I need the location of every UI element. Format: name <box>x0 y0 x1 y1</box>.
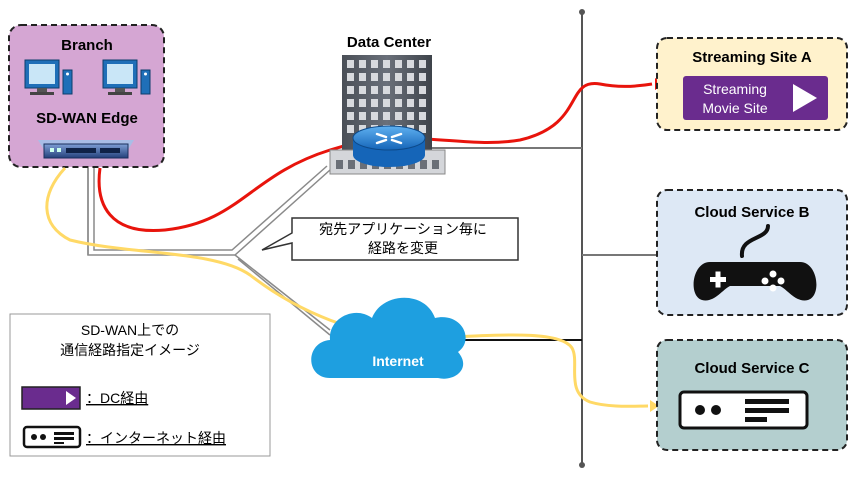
callout: 宛先アプリケーション毎に 経路を変更 <box>261 217 519 261</box>
window <box>419 99 426 107</box>
window <box>408 160 415 169</box>
site-b-title: Cloud Service B <box>694 204 809 221</box>
window <box>395 60 402 68</box>
streaming-button-line2: Movie Site <box>702 100 768 116</box>
window <box>336 160 343 169</box>
window <box>348 160 355 169</box>
legend-title-line2: 通信経路指定イメージ <box>60 342 200 358</box>
yellow-arrowhead <box>650 400 659 412</box>
callout-line1: 宛先アプリケーション毎に <box>319 221 487 237</box>
window <box>407 73 414 81</box>
streaming-button-line1: Streaming <box>703 81 767 97</box>
window <box>347 112 354 120</box>
window <box>383 60 390 68</box>
legend: SD-WAN上での 通信経路指定イメージ ：DC経由 ：インターネット経由 <box>9 313 271 457</box>
window <box>359 60 366 68</box>
window <box>407 99 414 107</box>
window <box>419 60 426 68</box>
legend-item-dc: ：DC経由 <box>86 390 148 406</box>
window <box>359 112 366 120</box>
window <box>395 86 402 94</box>
data-center-title: Data Center <box>347 34 431 51</box>
window <box>407 112 414 120</box>
site-a-title: Streaming Site A <box>692 49 812 66</box>
window <box>432 160 439 169</box>
window <box>371 60 378 68</box>
window <box>407 60 414 68</box>
window <box>383 99 390 107</box>
wan-paths <box>87 165 331 336</box>
callout-line2: 経路を変更 <box>368 240 438 256</box>
window <box>395 73 402 81</box>
legend-server-box-icon <box>22 425 82 449</box>
game-controller-icon <box>693 224 817 301</box>
window <box>420 160 427 169</box>
window <box>359 125 366 133</box>
window <box>347 125 354 133</box>
window <box>359 99 366 107</box>
window <box>419 125 426 133</box>
internet-cloud-icon: Internet <box>311 297 466 379</box>
window <box>359 73 366 81</box>
window <box>383 73 390 81</box>
internet-label: Internet <box>372 353 424 369</box>
window <box>419 112 426 120</box>
legend-play-button-icon <box>21 386 81 410</box>
window <box>347 86 354 94</box>
window <box>371 73 378 81</box>
window <box>419 86 426 94</box>
site-c-title: Cloud Service C <box>694 360 809 377</box>
sd-wan-edge-icon <box>38 140 134 159</box>
window <box>419 73 426 81</box>
play-icon <box>793 84 817 112</box>
sd-wan-edge-label: SD-WAN Edge <box>36 110 138 127</box>
window <box>383 86 390 94</box>
computer-icon <box>24 59 73 95</box>
window <box>347 60 354 68</box>
window <box>407 86 414 94</box>
window <box>383 112 390 120</box>
window <box>395 112 402 120</box>
site-c-box: Cloud Service C <box>656 339 848 451</box>
window <box>360 160 367 169</box>
branch-box: Branch SD-WAN Edge <box>8 24 165 168</box>
streaming-button[interactable]: Streaming Movie Site <box>683 76 828 120</box>
computer-icon <box>102 59 151 95</box>
site-b-box: Cloud Service B <box>656 189 848 316</box>
legend-item-internet: ：インターネット経由 <box>86 430 226 446</box>
site-a-box: Streaming Site A Streaming Movie Site <box>656 37 848 131</box>
window <box>347 73 354 81</box>
window <box>371 112 378 120</box>
window <box>371 86 378 94</box>
legend-title-line1: SD-WAN上での <box>81 322 179 338</box>
branch-title: Branch <box>61 37 113 54</box>
router-icon <box>352 125 426 167</box>
window <box>395 99 402 107</box>
window <box>359 86 366 94</box>
window <box>347 99 354 107</box>
server-box-icon <box>678 390 809 430</box>
window <box>371 99 378 107</box>
